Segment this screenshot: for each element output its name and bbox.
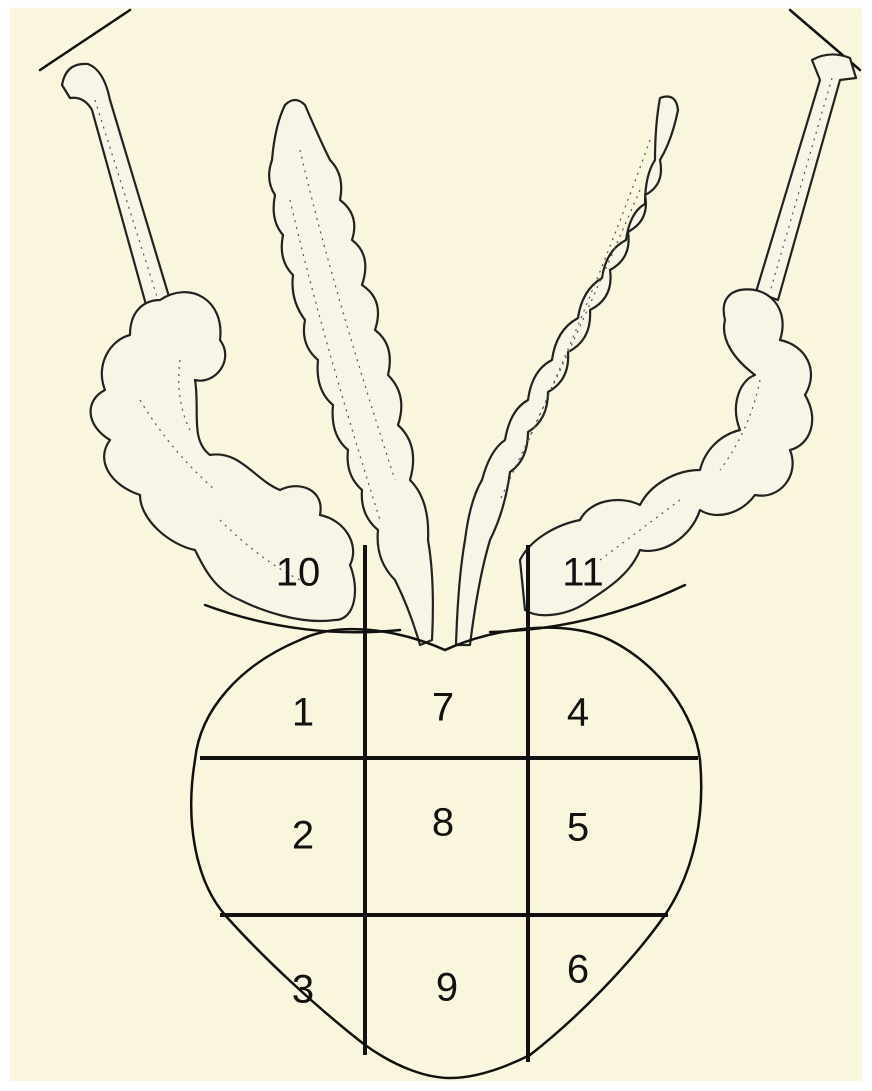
zone-label-6: 6 <box>567 948 589 992</box>
zone-label-3: 3 <box>292 968 314 1012</box>
zone-label-7: 7 <box>432 686 454 730</box>
zone-label-11: 11 <box>562 551 604 595</box>
zone-label-4: 4 <box>567 691 589 735</box>
zone-label-2: 2 <box>292 814 314 858</box>
zone-label-9: 9 <box>436 966 458 1010</box>
zone-label-5: 5 <box>567 806 589 850</box>
zone-label-10: 10 <box>276 551 321 595</box>
zone-label-1: 1 <box>292 691 314 735</box>
zone-label-8: 8 <box>432 801 454 845</box>
background-panel <box>10 8 862 1081</box>
